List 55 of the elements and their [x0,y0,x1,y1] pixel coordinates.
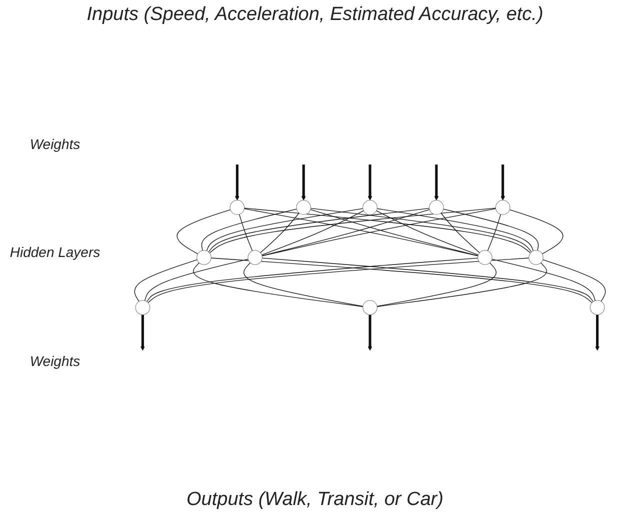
node-circle [528,250,544,265]
arrow [500,164,506,200]
connector [261,210,364,256]
connector [201,208,297,251]
connector [148,258,530,304]
connector [176,209,231,254]
layer-label: Weights [28,352,82,369]
connector [260,212,300,254]
arrow [234,164,240,200]
arrow [595,314,600,351]
connector [376,262,547,307]
node-circle [296,200,311,215]
connector [244,208,531,254]
node-circle [248,250,262,265]
connector [134,259,198,302]
connector [262,209,430,256]
node-circle [196,250,212,265]
node-circle [135,300,150,315]
arrow [368,314,372,351]
node-circle [429,200,444,215]
node-circle [590,300,605,315]
connector [310,209,478,256]
connector [210,258,592,304]
layer-label: Weights [28,136,82,152]
connector [509,209,564,254]
connector [310,208,532,252]
connector [244,262,364,307]
arrow [140,314,145,351]
connector [262,258,594,302]
connector [376,262,496,307]
caption: Outputs (Walk, Transit, or Car) [186,489,444,511]
node-circle [478,250,492,265]
connector [238,214,253,252]
title: Inputs (Speed, Acceleration, Estimated Accuracy, etc.) [86,4,544,26]
connector [209,208,496,254]
connector [208,208,430,252]
arrow [301,164,306,200]
arrow [434,164,439,200]
node-circle [230,200,245,215]
connector [443,208,539,251]
connector [376,208,534,252]
connector [193,262,364,307]
layer-label: Hidden Layers [8,244,102,260]
connector [440,212,480,254]
node-circle [495,200,510,215]
node-circle [362,300,378,315]
connector [492,258,596,302]
connector [144,258,248,302]
connector [206,208,364,252]
node-circle [362,200,378,215]
arrow [368,164,372,200]
connector [542,259,606,302]
connector [376,210,479,256]
connector [487,214,502,252]
connector [146,258,478,302]
